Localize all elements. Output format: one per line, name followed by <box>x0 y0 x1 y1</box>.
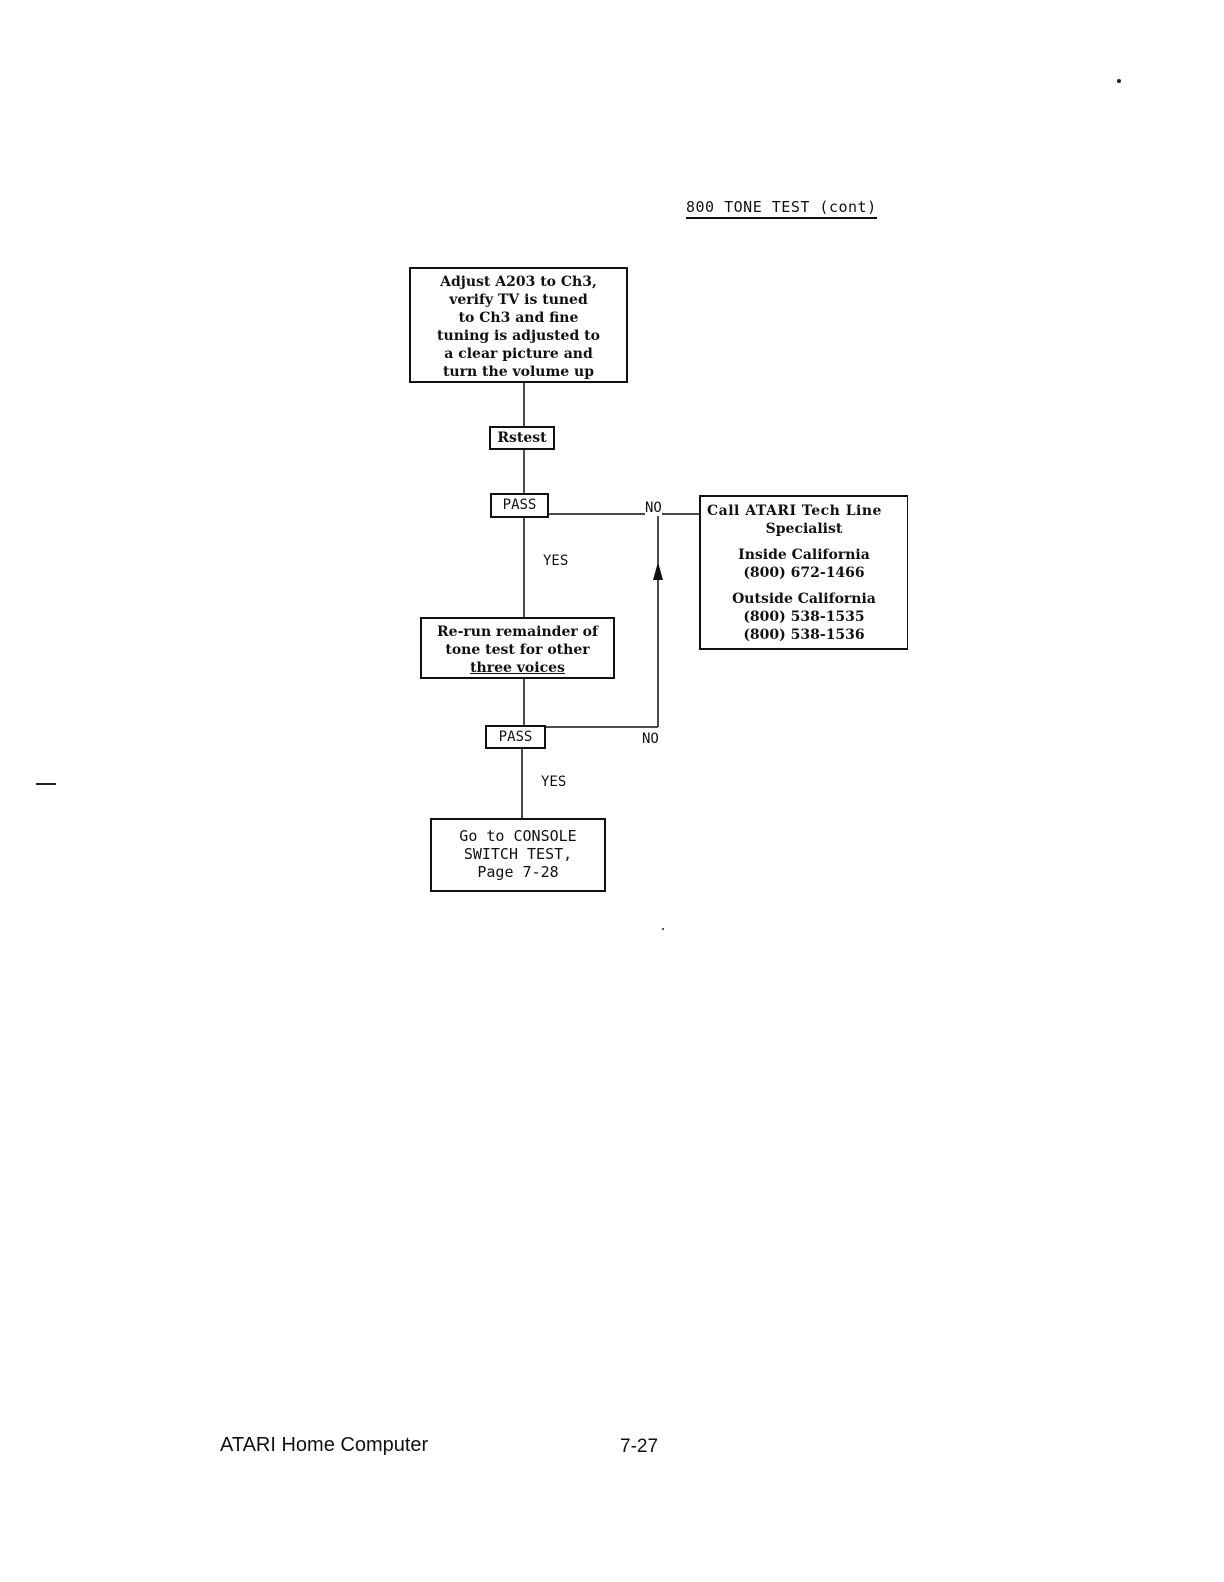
page-number: 7-27 <box>620 1436 659 1457</box>
console-switch-box: Go to CONSOLE SWITCH TEST, Page 7-28 <box>430 818 606 892</box>
adjust-line: a clear picture and <box>444 346 593 362</box>
scan-speck <box>662 928 664 930</box>
no-label-1: NO <box>645 500 662 516</box>
call-atari-box: Call ATARI Tech Line Specialist Inside C… <box>699 495 908 650</box>
page-title: 800 TONE TEST (cont) <box>686 198 877 219</box>
outside-phone-1: (800) 538-1535 <box>743 609 865 625</box>
adjust-line: to Ch3 and fine <box>458 310 579 326</box>
retest-box: Rstest <box>489 426 555 450</box>
inside-label: Inside California <box>738 547 870 563</box>
rerun-line: tone test for other <box>445 642 590 658</box>
retest-label: Rstest <box>497 430 547 446</box>
outside-phone-2: (800) 538-1536 <box>743 627 865 643</box>
pass-box-2: PASS <box>485 725 546 749</box>
console-line: Page 7-28 <box>477 863 559 881</box>
rerun-line: Re-run remainder of <box>437 624 598 640</box>
call-title: Call ATARI Tech Line <box>707 503 882 519</box>
scan-speck <box>1117 79 1121 83</box>
adjust-line: tuning is adjusted to <box>437 328 600 344</box>
rerun-line: three voices <box>470 660 565 676</box>
console-line: SWITCH TEST, <box>463 845 573 863</box>
outside-label: Outside California <box>732 591 876 607</box>
rerun-box: Re-run remainder of tone test for other … <box>420 617 615 679</box>
adjust-line: turn the volume up <box>442 364 595 380</box>
arrowhead-up <box>653 562 663 580</box>
footer-title: ATARI Home Computer <box>220 1434 429 1456</box>
pass-box-1: PASS <box>490 493 549 518</box>
adjust-line: verify TV is tuned <box>449 292 588 308</box>
adjust-box: Adjust A203 to Ch3, verify TV is tuned t… <box>409 267 628 383</box>
pass-label-1: PASS <box>502 497 537 513</box>
no-label-2: NO <box>642 731 659 747</box>
pass-label-2: PASS <box>498 729 533 745</box>
adjust-line: Adjust A203 to Ch3, <box>440 274 597 290</box>
yes-label-1: YES <box>543 553 569 569</box>
yes-label-2: YES <box>541 774 567 790</box>
call-title-specialist: Specialist <box>765 521 843 537</box>
console-line: Go to CONSOLE <box>459 827 577 845</box>
scan-mark <box>36 783 56 785</box>
inside-phone: (800) 672-1466 <box>743 565 865 581</box>
